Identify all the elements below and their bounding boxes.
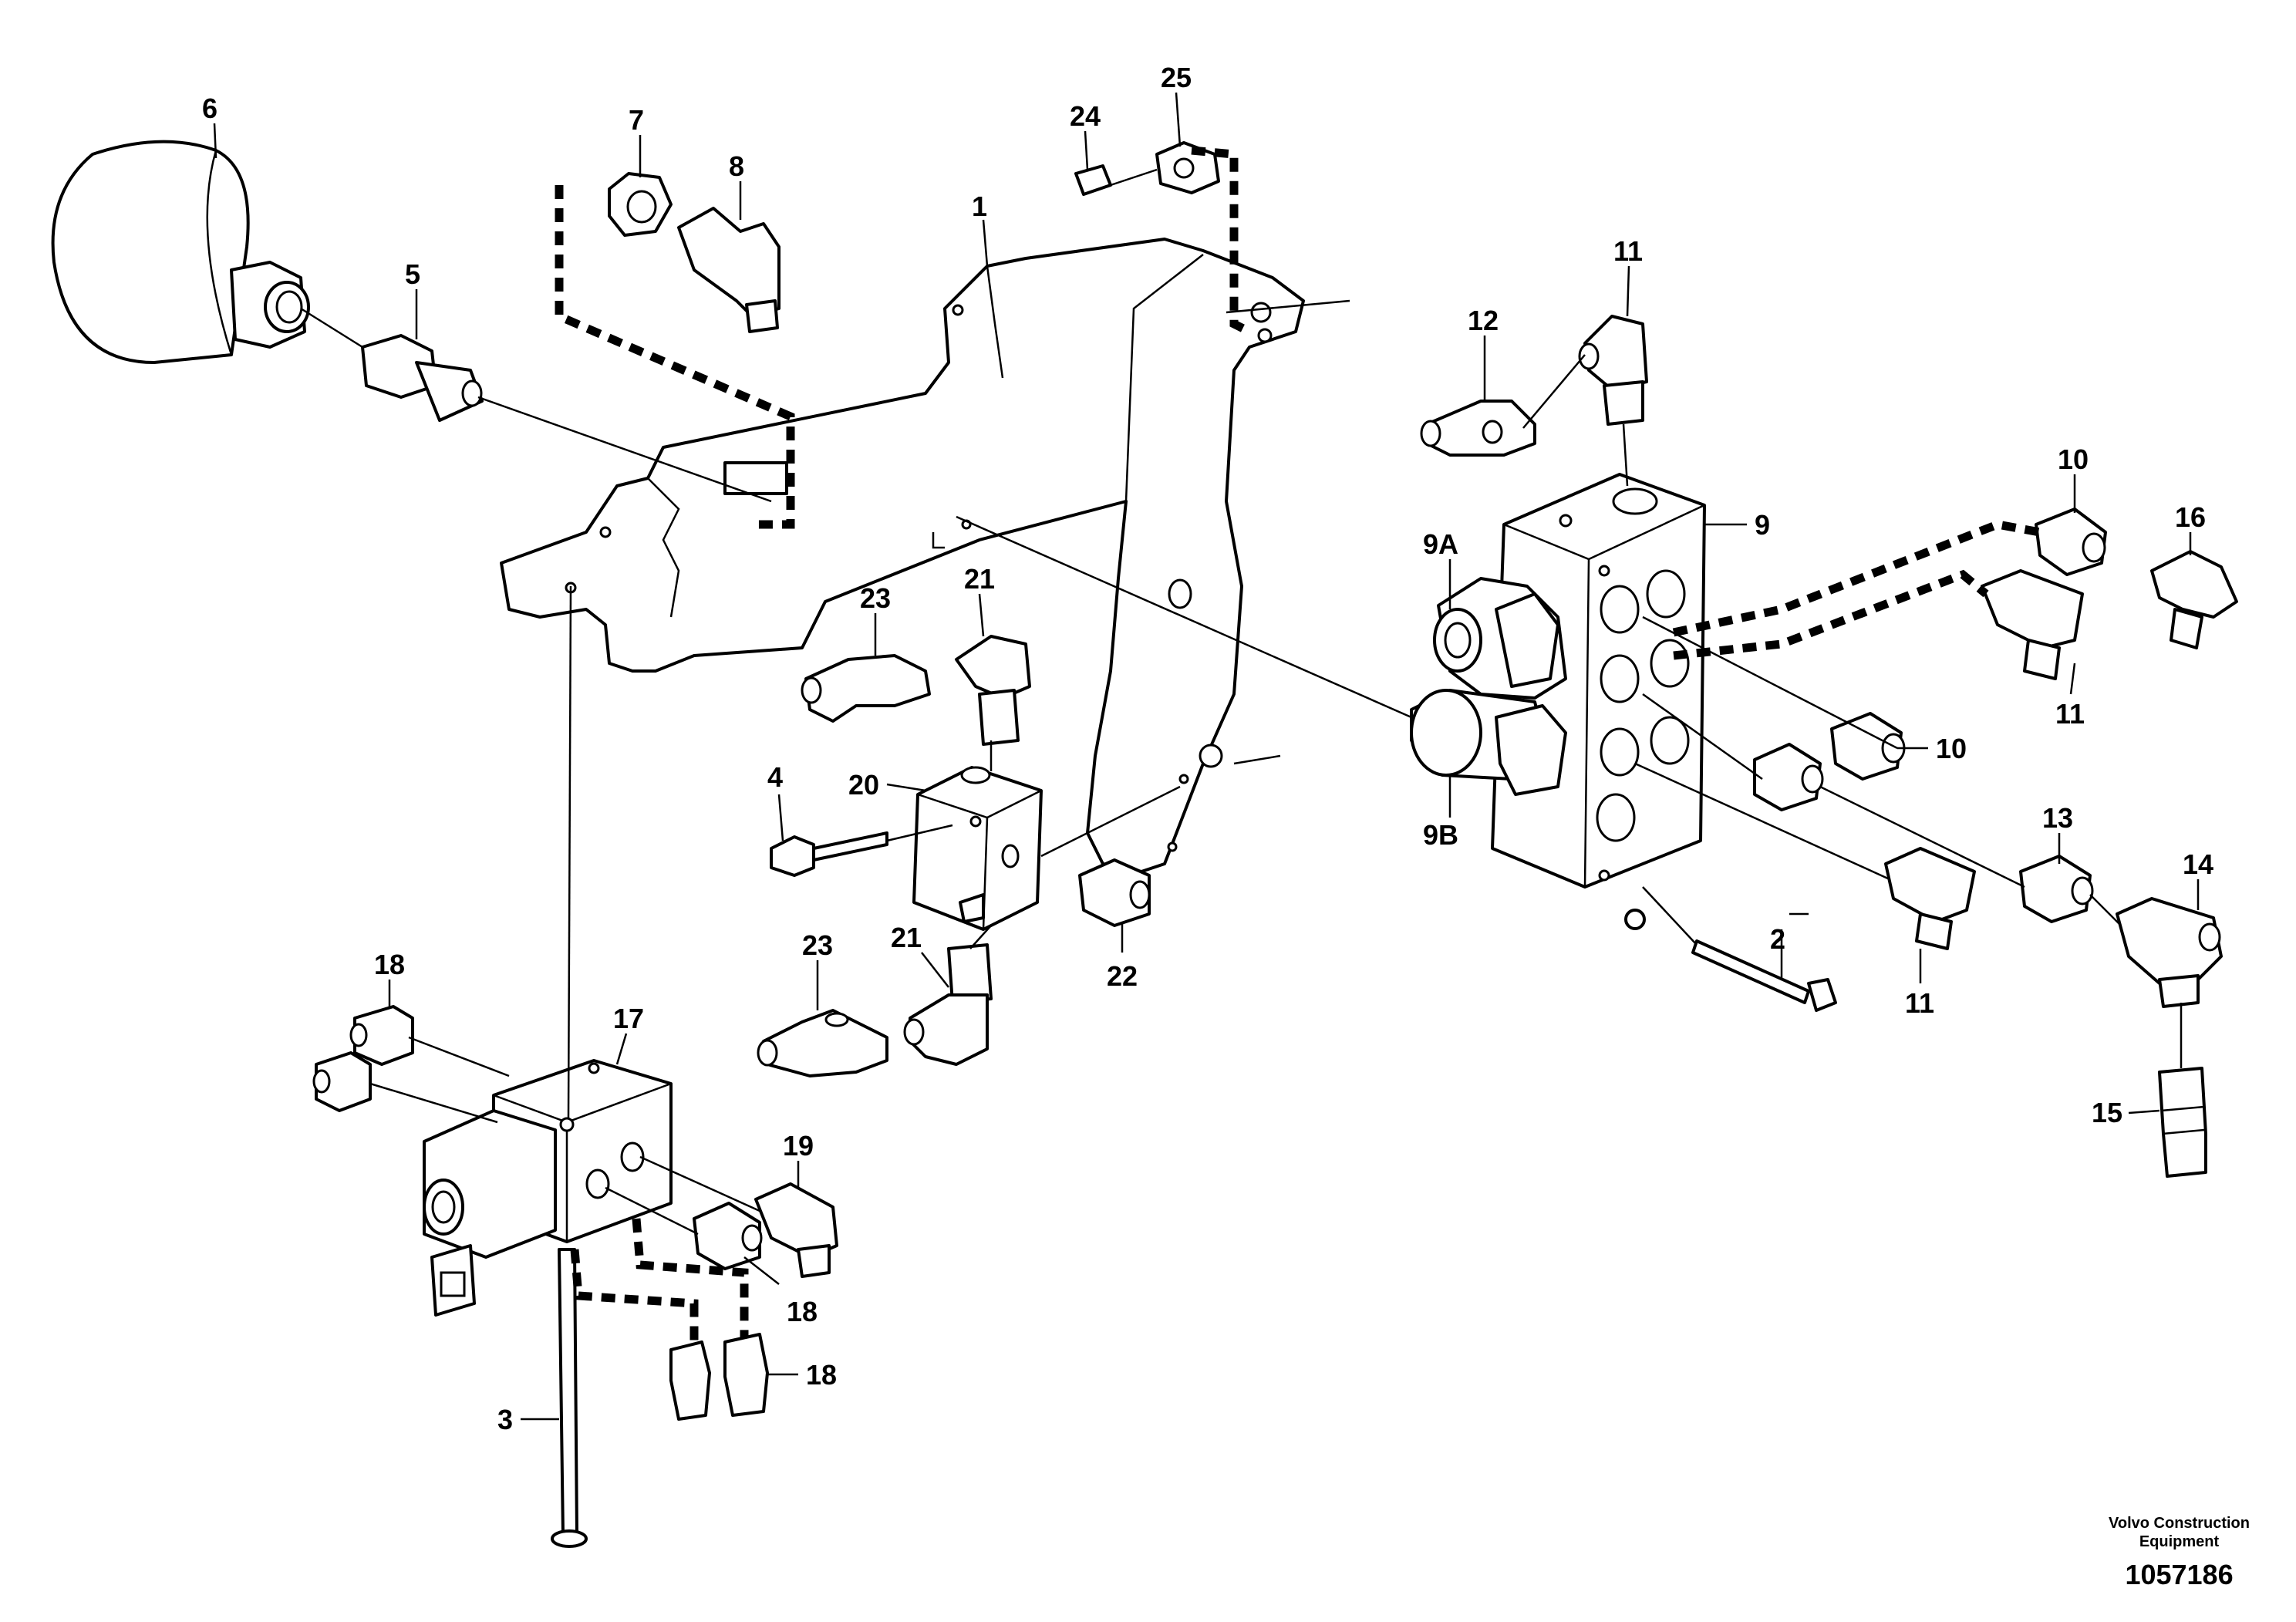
label-7: 7 [629,104,644,136]
elbow-fitting-8 [677,207,781,333]
dashed-connectors [555,146,2041,1346]
label-18-mid: 18 [787,1296,818,1327]
set-screw-24 [1074,164,1112,196]
label-13: 13 [2042,802,2073,834]
tee-fitting-12 [1420,400,1536,457]
label-5: 5 [405,258,420,290]
fitting-18-mid [693,1202,763,1270]
fitting-18-lower-b [723,1333,769,1417]
elbow-fitting-11-top [1578,315,1648,426]
elbow-fitting-21-bottom [903,943,993,1066]
label-10-top: 10 [2058,443,2089,475]
bolt-2 [1624,909,1837,1012]
item-labels: 1 2 3 4 5 6 7 8 9 9A 9B 10 10 11 11 11 1… [202,62,2213,1435]
solenoid-9B [1410,689,1567,796]
assembly-lines [300,168,2183,1236]
label-21-bottom: 21 [891,922,922,953]
label-15: 15 [2092,1097,2122,1128]
fitting-22 [1078,858,1151,927]
label-4: 4 [767,761,783,793]
accumulator [51,140,310,364]
fitting-18-upper-a [349,1005,414,1066]
fitting-13 [2019,855,2094,923]
label-9A: 9A [1423,528,1458,560]
label-19: 19 [783,1130,814,1162]
elbow-fitting-11-mid [1981,569,2084,680]
nut-7 [608,172,673,237]
solenoid-valve-17 [423,1059,673,1317]
label-9B: 9B [1423,819,1458,851]
elbow-fitting-21-top [955,635,1031,746]
elbow-fitting-11-low [1884,847,1976,950]
label-22: 22 [1107,960,1138,992]
label-14: 14 [2183,848,2213,880]
valve-body-20 [912,766,1043,931]
fitting-unlabeled [1753,743,1824,811]
label-23-bottom: 23 [802,929,833,961]
fitting-10-bottom [1830,712,1906,781]
tee-fitting-23-top [801,654,931,723]
label-11-mid: 11 [2055,698,2085,730]
label-23-top: 23 [860,582,891,614]
label-1: 1 [972,191,987,222]
label-24: 24 [1070,100,1101,132]
adapter-5 [361,334,484,422]
brand-line-2: Equipment [2139,1533,2220,1550]
label-6: 6 [202,93,217,124]
bolt-3 [551,1248,588,1548]
label-17: 17 [613,1003,644,1034]
label-20: 20 [848,769,879,801]
fitting-18-upper-b [312,1051,372,1112]
leader-lines [213,92,2200,1421]
label-11-top: 11 [1613,235,1643,267]
label-21-top: 21 [964,563,995,595]
label-10-bottom: 10 [1936,733,1967,764]
label-9: 9 [1755,509,1770,541]
fitting-10-top [2035,508,2107,576]
label-18-upper: 18 [374,949,405,980]
coupling-15 [2158,1067,2207,1178]
bolt-4 [770,831,888,877]
label-11-low: 11 [1905,987,1934,1019]
label-8: 8 [729,150,744,182]
drawing-number: 1057186 [2125,1559,2234,1590]
elbow-fitting-16 [2150,550,2238,649]
label-16: 16 [2175,501,2206,533]
bracket [500,238,1305,873]
brand-line-1: Volvo Construction [2109,1515,2250,1532]
label-3: 3 [497,1404,513,1435]
tee-fitting-14 [2116,897,2223,1008]
label-18-lower: 18 [806,1359,837,1391]
nut-25 [1155,141,1220,194]
label-12: 12 [1468,305,1499,336]
tee-fitting-23-bottom [757,1009,888,1077]
solenoid-9A [1433,577,1567,700]
fitting-18-lower-a [669,1340,711,1421]
label-25: 25 [1161,62,1192,93]
drawing-footer: Volvo Construction Equipment 1057186 [2109,1514,2250,1591]
elbow-fitting-19 [754,1182,838,1278]
label-2: 2 [1770,923,1785,955]
